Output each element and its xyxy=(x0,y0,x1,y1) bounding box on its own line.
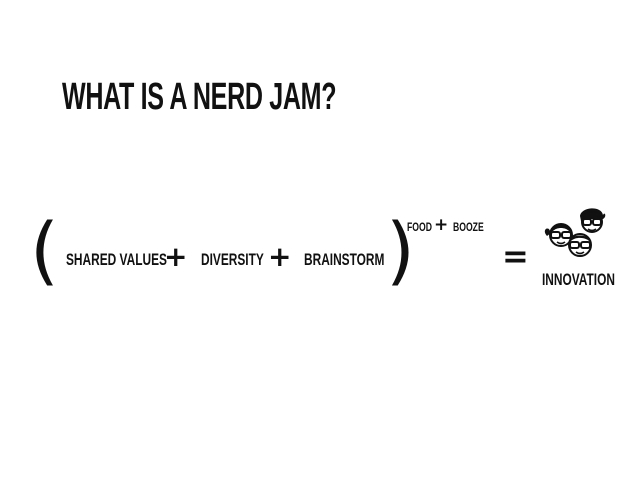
exponent-food: FOOD xyxy=(407,220,432,234)
exponent-plus-sign: + xyxy=(434,215,449,235)
nerd-face-left xyxy=(544,223,573,247)
term-shared-values: SHARED VALUES xyxy=(66,250,167,269)
term-diversity: DIVERSITY xyxy=(201,250,264,269)
open-parenthesis: ( xyxy=(30,208,59,294)
plus-sign: + xyxy=(268,240,292,273)
nerd-face-back xyxy=(580,208,606,233)
slide-title: WHAT IS A NERD JAM? xyxy=(62,76,337,118)
term-brainstorm: BRAINSTORM xyxy=(304,250,385,269)
nerd-faces-icon xyxy=(544,208,606,257)
equals-sign: = xyxy=(502,237,529,275)
result-innovation: INNOVATION xyxy=(542,270,615,289)
nerd-face-front xyxy=(568,233,592,257)
plus-sign: + xyxy=(164,240,188,273)
exponent-booze: BOOZE xyxy=(453,220,484,234)
close-parenthesis: ) xyxy=(386,208,415,294)
